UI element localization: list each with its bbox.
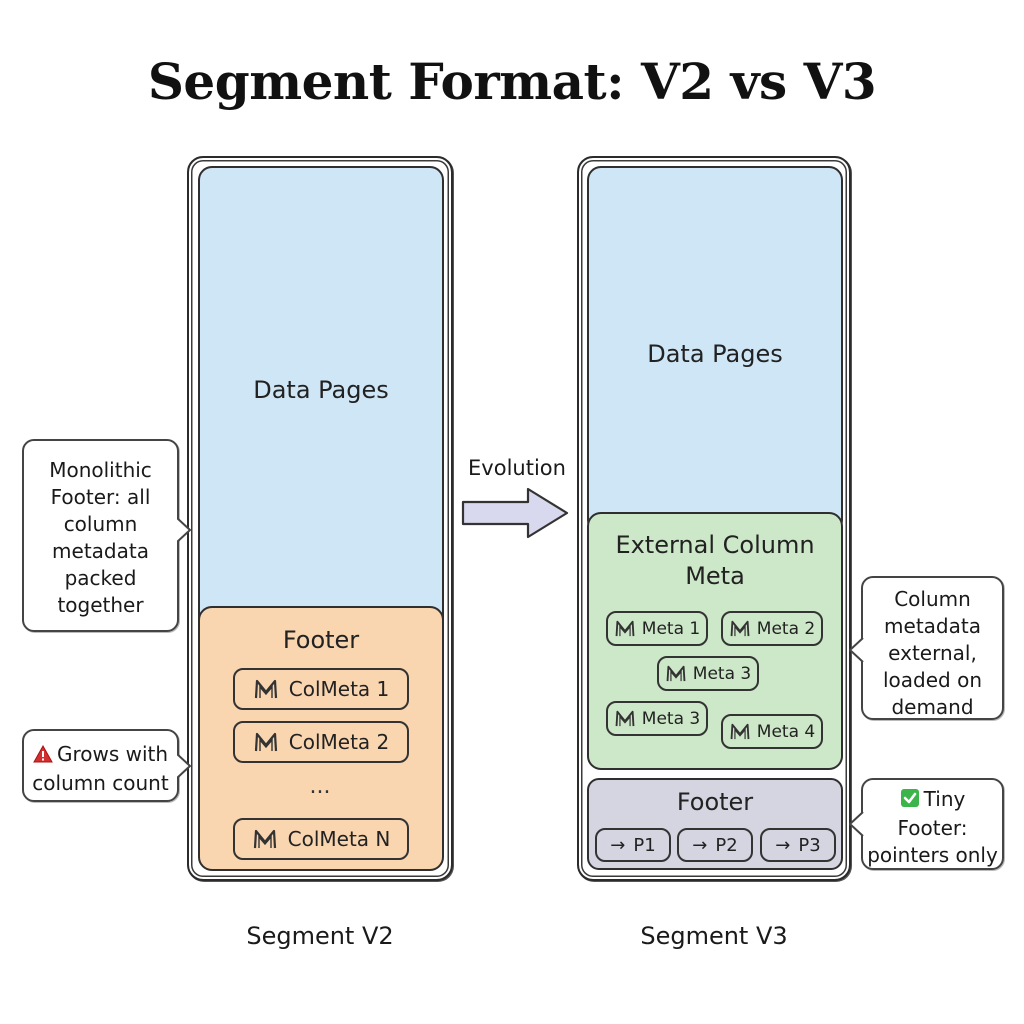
- v2-data-pages-label: Data Pages: [253, 376, 389, 404]
- m-glyph-icon: [253, 731, 279, 753]
- v2-data-pages-region: Data Pages: [198, 166, 444, 628]
- evolution-label: Evolution: [468, 456, 566, 480]
- evolution-arrow-icon: [461, 487, 569, 539]
- v3-meta-chip: Meta 4: [721, 714, 823, 749]
- v3-footer-label: Footer: [676, 788, 754, 816]
- v3-data-pages-region: Data Pages: [587, 166, 843, 534]
- v3-pointer-chip: → P1: [595, 828, 671, 862]
- pointer-arrow-icon: →: [692, 834, 708, 856]
- callout-line: column: [63, 512, 138, 536]
- m-glyph-icon: [614, 619, 636, 638]
- callout-line: metadata: [52, 539, 149, 563]
- callout-line: external,: [888, 641, 977, 665]
- v3-meta-chip: Meta 3: [606, 701, 708, 736]
- callout-pointer: [177, 753, 191, 779]
- v3-caption: Segment V3: [640, 922, 788, 950]
- v3-pointer-label: P3: [798, 834, 821, 856]
- m-glyph-icon: [729, 619, 751, 638]
- check-icon: [900, 788, 920, 815]
- m-glyph-icon: [252, 828, 278, 850]
- m-glyph-icon: [729, 722, 751, 741]
- v3-meta-chip: Meta 2: [721, 611, 823, 646]
- v2-colmeta-chip: ColMeta N: [233, 818, 409, 860]
- callout-line: together: [57, 593, 144, 617]
- tiny-footer-callout: Tiny Footer: pointers only: [861, 778, 1004, 870]
- monolithic-footer-callout: Monolithic Footer: all column metadata p…: [22, 439, 179, 632]
- pointer-arrow-icon: →: [610, 834, 626, 856]
- pointer-arrow-icon: →: [775, 834, 791, 856]
- callout-pointer: [849, 637, 864, 663]
- callout-pointer: [849, 811, 864, 837]
- callout-line: Column: [894, 587, 971, 611]
- v3-meta-chip: Meta 3: [657, 656, 759, 691]
- v2-colmeta-label: ColMeta N: [287, 827, 391, 851]
- v2-colmeta-chip: ColMeta 2: [233, 721, 409, 763]
- callout-line: Tiny: [923, 787, 966, 811]
- v3-data-pages-label: Data Pages: [647, 340, 783, 368]
- v2-footer-label: Footer: [282, 626, 360, 654]
- callout-pointer: [177, 517, 191, 543]
- callout-line: demand: [891, 695, 974, 719]
- callout-line-with-icon: Grows with: [24, 741, 177, 770]
- v3-pointer-label: P1: [633, 834, 656, 856]
- grows-callout: Grows with column count: [22, 729, 179, 802]
- v2-colmeta-label: ColMeta 1: [288, 677, 390, 701]
- m-glyph-icon: [665, 664, 687, 683]
- v2-colmeta-chip: ColMeta 1: [233, 668, 409, 710]
- v3-external-meta-label-line2: Meta: [685, 562, 745, 590]
- m-glyph-icon: [614, 709, 636, 728]
- callout-line-with-icon: Tiny: [863, 786, 1002, 815]
- v3-external-meta-label-line1: External Column: [615, 531, 815, 559]
- callout-line: metadata: [884, 614, 981, 638]
- v3-external-meta-label: External Column Meta: [589, 530, 841, 592]
- m-glyph-icon: [253, 678, 279, 700]
- v3-meta-label: Meta 2: [756, 618, 816, 639]
- callout-line: Footer:: [897, 816, 968, 840]
- callout-line: loaded on: [882, 668, 982, 692]
- diagram-title: Segment Format: V2 vs V3: [147, 52, 877, 111]
- callout-line: packed: [64, 566, 137, 590]
- v3-pointer-chip: → P2: [677, 828, 753, 862]
- v3-meta-chip: Meta 1: [606, 611, 708, 646]
- v2-ellipsis: ...: [309, 774, 331, 799]
- v2-caption: Segment V2: [246, 922, 394, 950]
- callout-line: Grows with: [56, 742, 169, 766]
- v3-external-meta-region: External Column Meta: [587, 512, 843, 770]
- callout-line: pointers only: [867, 843, 998, 867]
- v3-meta-label: Meta 3: [692, 663, 752, 684]
- v3-meta-label: Meta 4: [756, 721, 816, 742]
- callout-line: Monolithic: [49, 458, 152, 482]
- warning-icon: [33, 743, 53, 770]
- v3-footer-region: Footer: [587, 778, 843, 870]
- v3-meta-label: Meta 1: [641, 618, 701, 639]
- v2-colmeta-label: ColMeta 2: [288, 730, 390, 754]
- v3-pointer-chip: → P3: [760, 828, 836, 862]
- v3-meta-label: Meta 3: [641, 708, 701, 729]
- callout-line: column count: [32, 771, 169, 795]
- v3-pointer-label: P2: [715, 834, 738, 856]
- callout-line: Footer: all: [50, 485, 151, 509]
- external-meta-callout: Column metadata external, loaded on dema…: [861, 576, 1004, 720]
